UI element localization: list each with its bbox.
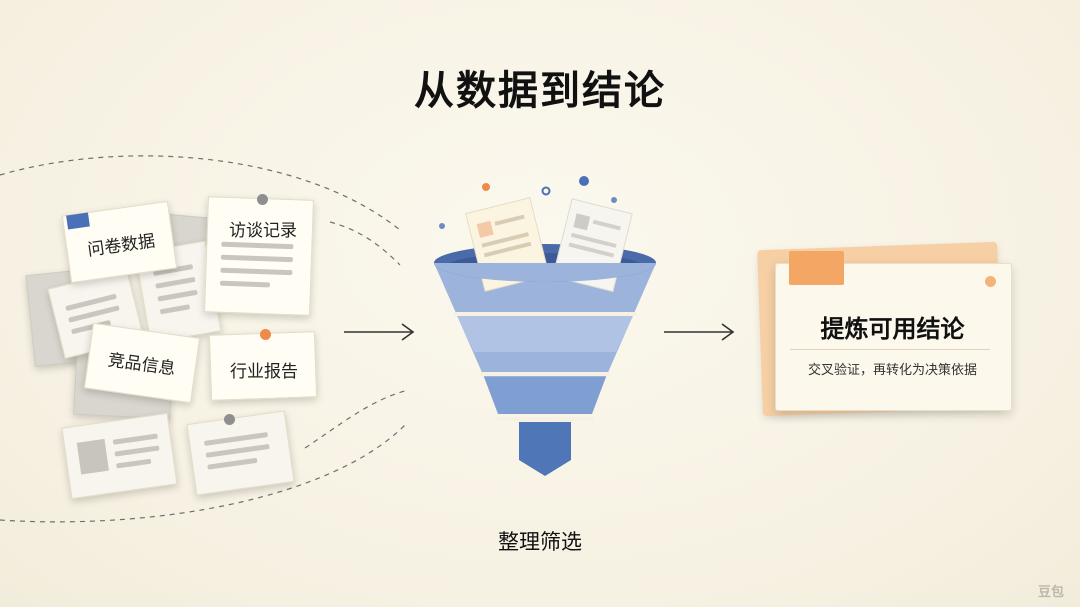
result-title: 提炼可用结论 [820, 315, 965, 343]
watermark: 豆包 [1038, 585, 1065, 600]
result-card-tab [789, 251, 844, 285]
dashed-curve-bottom [0, 424, 406, 523]
particle-dot [541, 186, 551, 196]
dashed-curve-top [0, 155, 401, 231]
pin-orange [260, 329, 271, 340]
pin-orange-result [985, 276, 996, 287]
result-card [775, 263, 1012, 411]
page-title: 从数据到结论 [414, 68, 666, 114]
dashed-curve-top-inner [329, 221, 401, 266]
dashed-curve-bottom-inner [304, 389, 409, 449]
label-industry: 行业报告 [230, 362, 298, 382]
particle-dot [482, 183, 490, 191]
pin-grey-bottom [224, 414, 235, 425]
paper-doc-bottom-right [186, 410, 295, 496]
funnel-band-2 [484, 377, 606, 414]
particle-dot [579, 176, 589, 186]
funnel-band-1 [456, 314, 634, 352]
arrow-right-icon [664, 323, 735, 341]
pin-grey-top [257, 194, 268, 205]
arrow-right-icon [344, 323, 415, 341]
particle-dot [611, 197, 617, 203]
result-divider [790, 349, 990, 350]
label-interviews: 访谈记录 [229, 221, 297, 241]
funnel-spout [519, 422, 571, 460]
particle-dot [439, 223, 445, 229]
result-subtitle: 交叉验证，再转化为决策依据 [807, 363, 977, 378]
process-label: 整理筛选 [498, 530, 582, 554]
paper-doc-bottom-left [61, 412, 178, 500]
funnel-icon [434, 176, 656, 476]
card-interviews [204, 196, 314, 316]
